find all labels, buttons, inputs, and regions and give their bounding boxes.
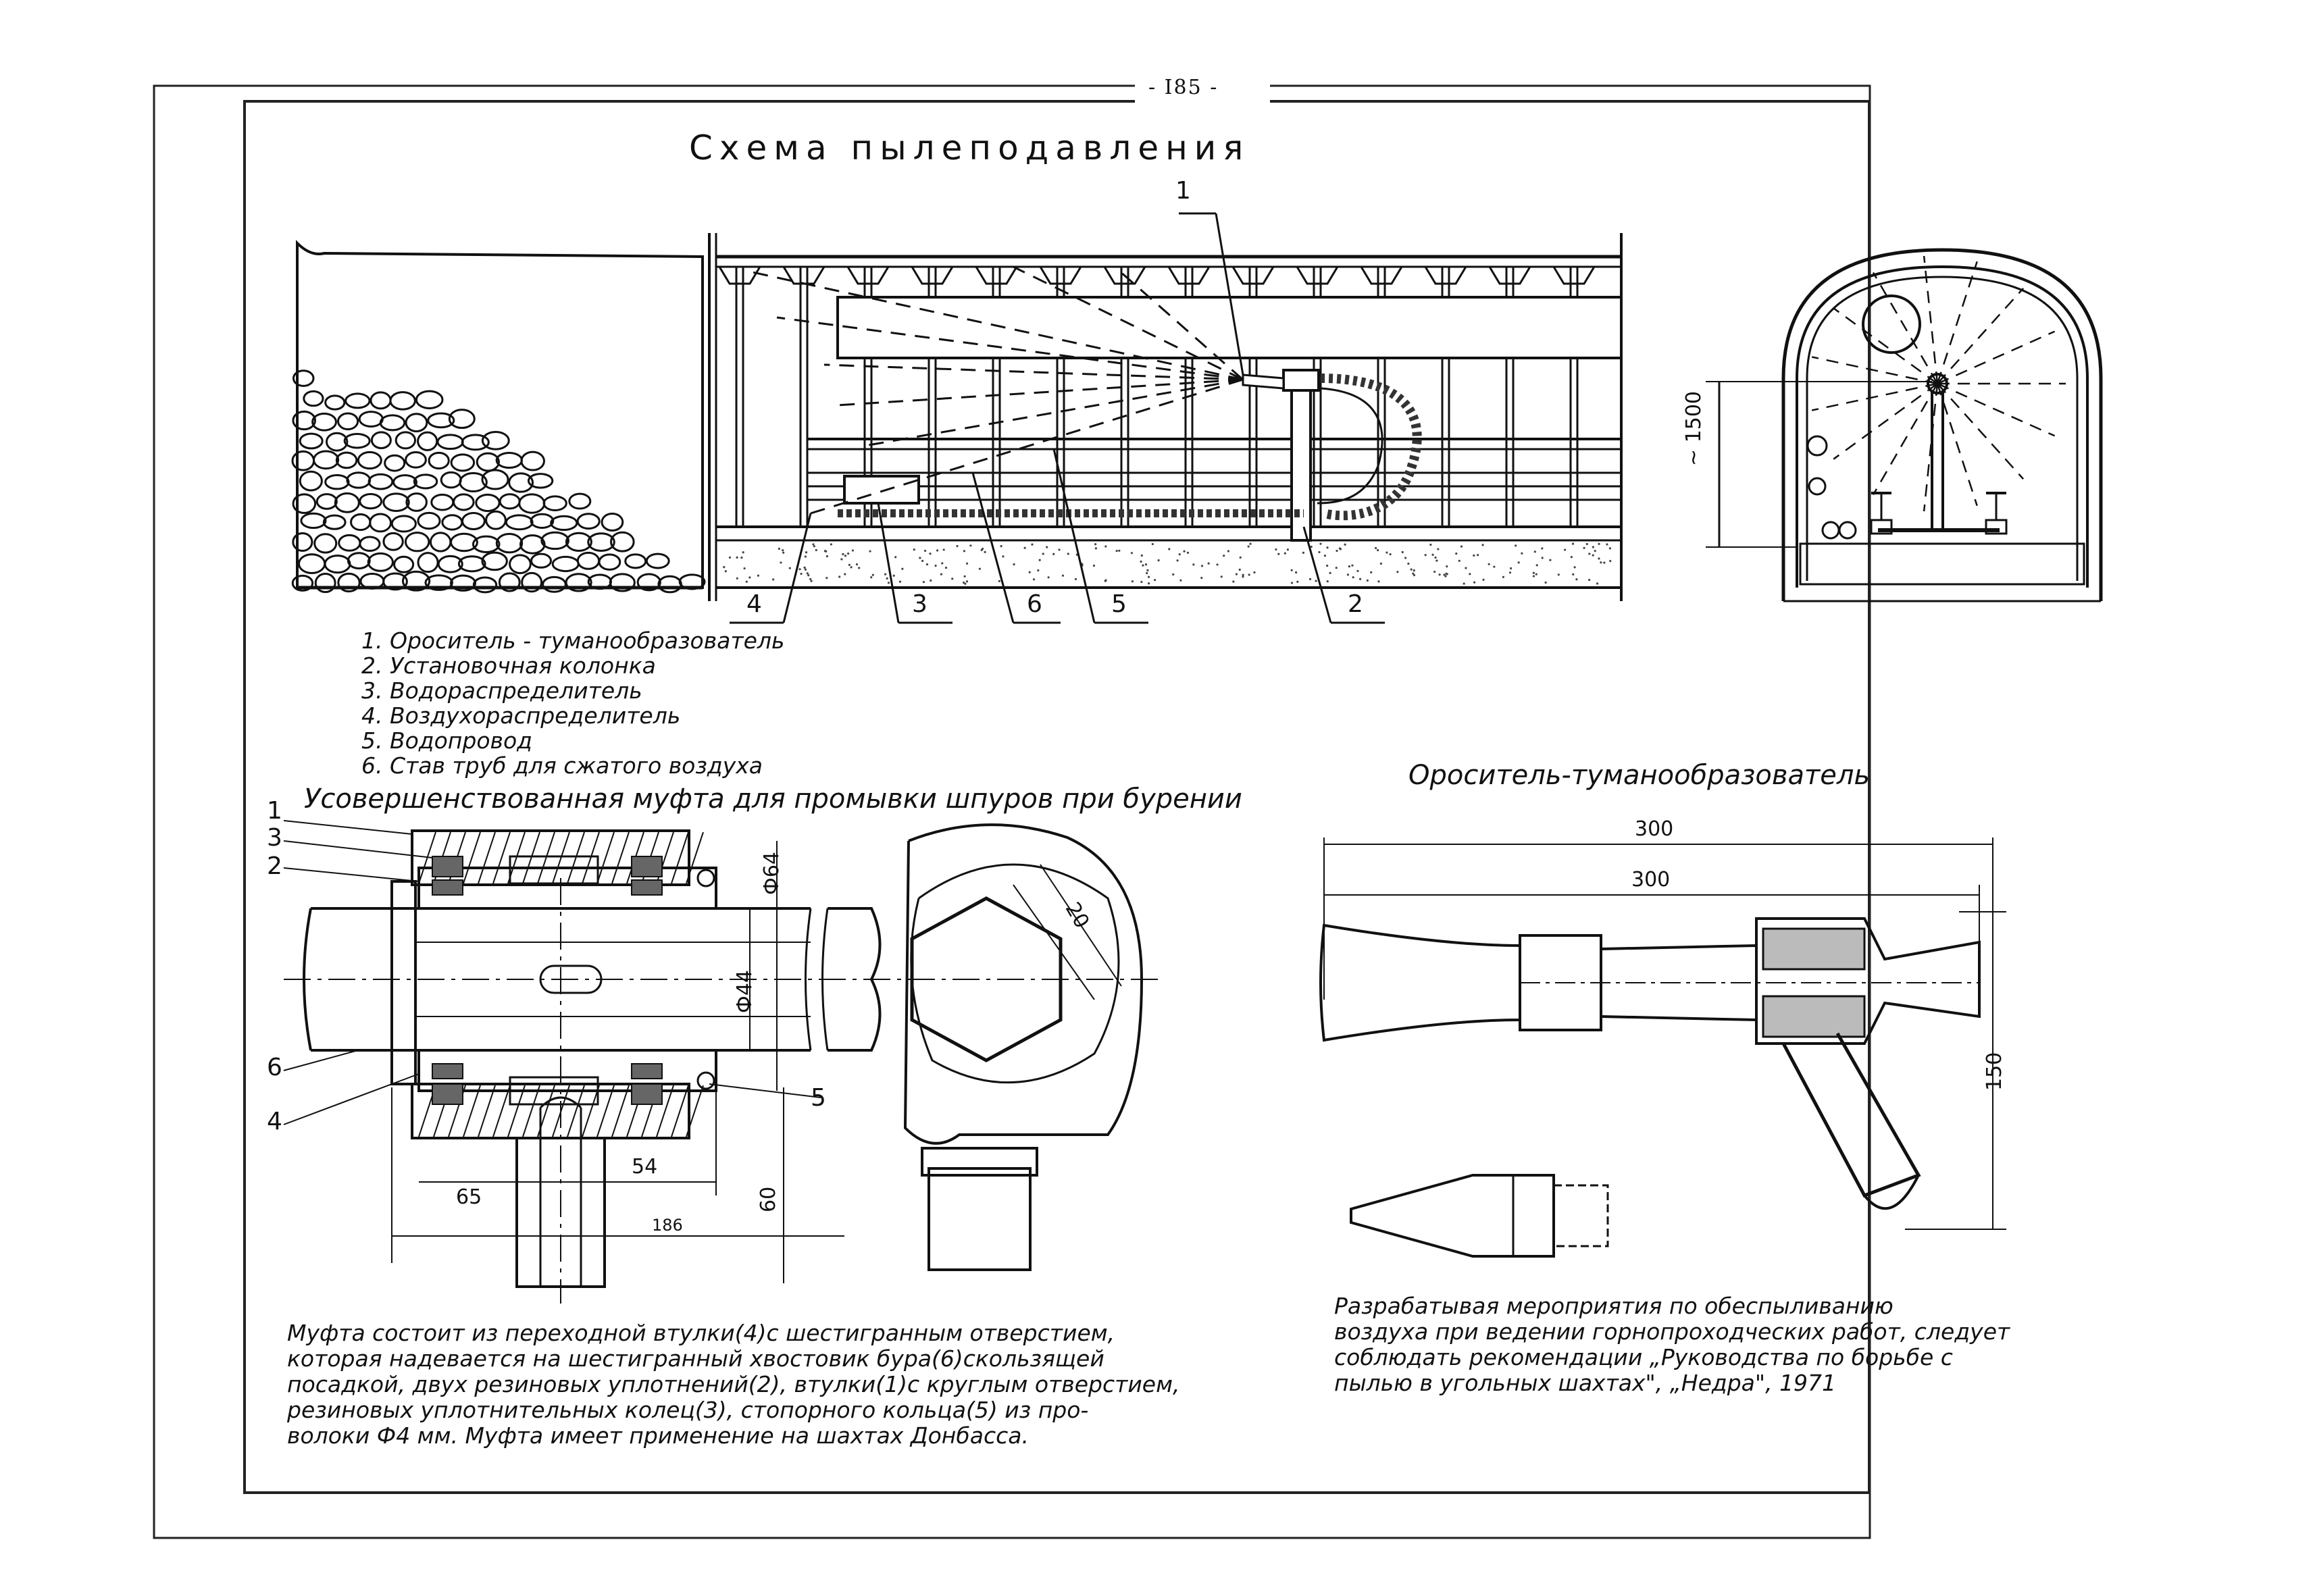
note-line: соблюдать рекомендации „Руководства по б… [1334,1344,1953,1370]
legend-item: 6. Став труб для сжатого воздуха [361,752,763,779]
dim-d44: Ф44 [733,970,757,1013]
legend-item: 3. Водораспределитель [361,677,642,704]
description-line: волоки Ф4 мм. Муфта имеет применение на … [287,1422,1029,1449]
coupling-callout-1: 1 [267,797,282,825]
note-line: воздуха при ведении горнопроходческих ра… [1334,1318,2010,1345]
sprayer-dim-300-b: 300 [1631,868,1671,892]
legend-item: 2. Установочная колонка [361,652,656,679]
sprayer-drawing [1319,838,2006,1258]
dim-65: 65 [456,1185,482,1209]
description-line: которая надевается на шестигранный хвост… [287,1345,1104,1372]
inner-frame [243,100,1871,1494]
sprayer-dim-300-a: 300 [1635,817,1674,841]
callout-3: 3 [912,590,927,618]
coupling-drawing [283,820,1162,1304]
legend-item: 4. Воздухораспределитель [361,702,681,729]
page-number-gap [1135,76,1270,103]
legend-list: 1. Ороситель - туманообразователь 2. Уст… [361,628,784,778]
legend-item: 1. Ороситель - туманообразователь [361,627,785,654]
coupling-callout-2: 2 [267,852,282,880]
tunnel-side-view [708,233,1623,601]
description-line: Муфта состоит из переходной втулки(4)с ш… [287,1320,1115,1346]
dim-d64: Ф64 [760,852,784,895]
coupling-callout-4: 4 [267,1108,282,1135]
dim-60: 60 [757,1186,780,1212]
callout-6: 6 [1027,590,1042,618]
callout-4: 4 [746,590,762,618]
page-title: Схема пылеподавления [689,128,1250,168]
sprayer-dim-150: 150 [1983,1052,2006,1091]
sprayer-note: Разрабатывая мероприятия по обеспыливани… [1334,1293,2010,1396]
callout-2: 2 [1348,590,1363,618]
page-number: - I85 - [1148,76,1219,99]
tunnel-height-dim: ~ 1500 [1682,390,1706,466]
rock-pile [291,240,706,594]
tunnel-cross-section [1706,248,2103,602]
side-view-callouts [730,212,1385,624]
note-line: пылью в угольных шахтах", „Недра", 1971 [1334,1370,1837,1396]
description-line: резиновых уплотнительных колец(3), стопо… [287,1397,1089,1423]
callout-5: 5 [1111,590,1127,618]
sprayer-title: Ороситель-туманообразователь [1408,760,1871,791]
note-line: Разрабатывая мероприятия по обеспыливани… [1334,1293,1893,1319]
description-line: посадкой, двух резиновых уплотнений(2), … [287,1371,1180,1397]
coupling-callout-6: 6 [267,1054,282,1081]
coupling-callout-5: 5 [811,1084,826,1112]
coupling-callout-3: 3 [267,824,282,852]
callout-1: 1 [1175,177,1191,205]
dim-54: 54 [632,1155,658,1179]
coupling-description: Муфта состоит из переходной втулки(4)с ш… [287,1320,1179,1449]
dim-186: 186 [652,1216,683,1235]
legend-item: 5. Водопровод [361,727,532,754]
coupling-title: Усовершенствованная муфта для промывки ш… [304,783,1242,815]
